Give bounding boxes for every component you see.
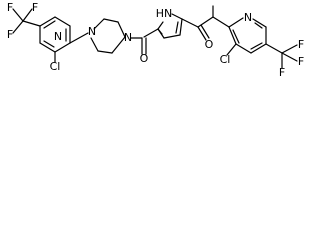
atom-f6: F — [279, 66, 285, 79]
atom-n-pip2: N — [124, 31, 132, 44]
bond-pyr1-d — [54, 42, 71, 53]
bond-carbonyl-pyrrole — [143, 28, 159, 38]
bond-cf3b-f4 — [281, 44, 298, 54]
atom-labels: F F F Cl N N N HN O O Cl N F F F — [7, 1, 304, 79]
atom-n-pyr2: N — [244, 11, 252, 24]
bond-pyr1-e — [39, 42, 56, 53]
bond-pyr1-pip — [69, 32, 89, 44]
bond-pyr1-double1 — [43, 20, 56, 29]
bond-pyr2-cf3 — [265, 43, 283, 54]
bond-pyrrole-ketone — [181, 18, 199, 28]
atom-cl2: Cl — [220, 53, 231, 66]
atom-n-pip1: N — [88, 25, 96, 38]
bond-pyrrole-a — [157, 21, 164, 30]
bond-pyr2-b — [252, 18, 267, 28]
bond-cf3-f1 — [12, 8, 24, 22]
atom-f5: F — [298, 55, 304, 68]
bond-cf3-ring — [22, 20, 41, 27]
bond-pyrrole-d — [163, 34, 181, 39]
atom-cl1: Cl — [50, 60, 61, 73]
bond-pyr2-double3 — [232, 29, 240, 44]
atom-f1: F — [7, 1, 13, 14]
atom-o-ketone: O — [205, 38, 214, 51]
bond-pip-e — [97, 50, 113, 54]
bond-pip-a — [93, 18, 105, 30]
bond-cl2 — [226, 43, 237, 56]
atom-f2: F — [7, 28, 13, 41]
bond-pyr2-a — [228, 17, 244, 28]
chemical-structure-diagram: F F F Cl N N N HN O O Cl N F F F — [0, 0, 320, 119]
bond-pip-f — [90, 37, 99, 52]
structure-canvas: F F F Cl N N N HN O O Cl N F F F — [7, 1, 304, 79]
bond-cf3-f2 — [12, 20, 24, 34]
bond-ch-pyr2 — [212, 16, 230, 28]
atom-f3: F — [32, 1, 38, 14]
bond-pyr2-f — [228, 26, 237, 45]
atom-f4: F — [298, 38, 304, 51]
atom-n-pyr1: N — [54, 30, 62, 43]
bond-cf3b-f5 — [281, 52, 298, 62]
bonds — [12, 5, 298, 69]
bond-cf3-f3 — [22, 8, 33, 22]
bond-pip-b — [103, 18, 119, 23]
bond-pyr2-e — [235, 43, 252, 54]
bond-pip-c — [117, 21, 126, 38]
bond-ketone-ch — [197, 16, 214, 28]
bond-pyrrole-double2 — [157, 28, 163, 35]
bond-pyr1-double3 — [43, 40, 55, 48]
bond-pyr2-d — [250, 43, 267, 54]
bond-pyr1-b — [54, 16, 71, 27]
bond-pyr1-a — [39, 16, 56, 27]
bond-pyrrole-double1 — [175, 21, 179, 34]
atom-nh-pyrrole: HN — [156, 7, 173, 20]
bond-pyr2-double2 — [250, 42, 263, 50]
bond-pyr2-double1 — [254, 22, 263, 29]
atom-o-amide: O — [140, 52, 149, 65]
bond-pyrrole-b — [171, 13, 183, 20]
bond-ketone-co-2 — [200, 24, 210, 39]
bond-pip-d — [111, 36, 126, 54]
bond-ketone-co-1 — [197, 26, 207, 41]
bond-pyrrole-c — [179, 18, 183, 36]
